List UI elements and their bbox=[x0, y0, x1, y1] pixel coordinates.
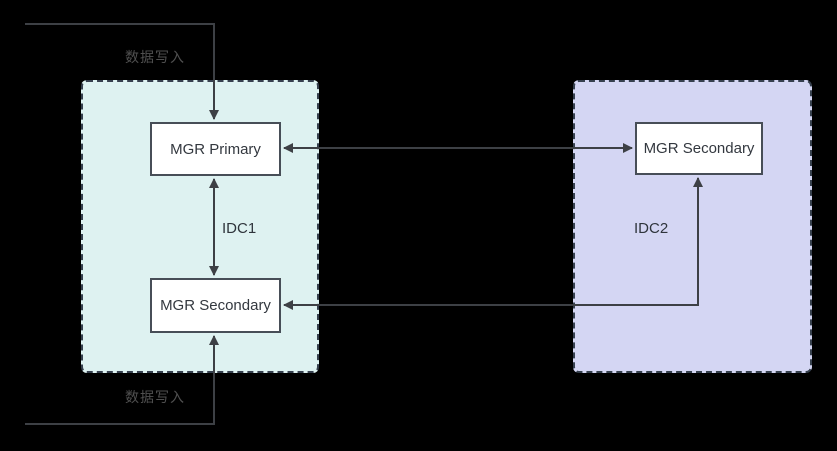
idc2-label: IDC2 bbox=[634, 220, 669, 237]
data-write-label-top: 数据写入 bbox=[125, 49, 185, 65]
node-mgr-primary-idc1: MGR Primary bbox=[150, 122, 281, 176]
node-mgr-secondary-idc1-label: MGR Secondary bbox=[160, 297, 271, 314]
node-mgr-secondary-idc2: MGR Secondary bbox=[635, 122, 763, 175]
data-write-label-bottom: 数据写入 bbox=[125, 389, 185, 405]
node-mgr-secondary-idc1: MGR Secondary bbox=[150, 278, 281, 333]
idc1-label: IDC1 bbox=[222, 220, 257, 237]
node-mgr-secondary-idc2-label: MGR Secondary bbox=[643, 140, 755, 157]
node-mgr-primary-idc1-label: MGR Primary bbox=[170, 140, 261, 158]
